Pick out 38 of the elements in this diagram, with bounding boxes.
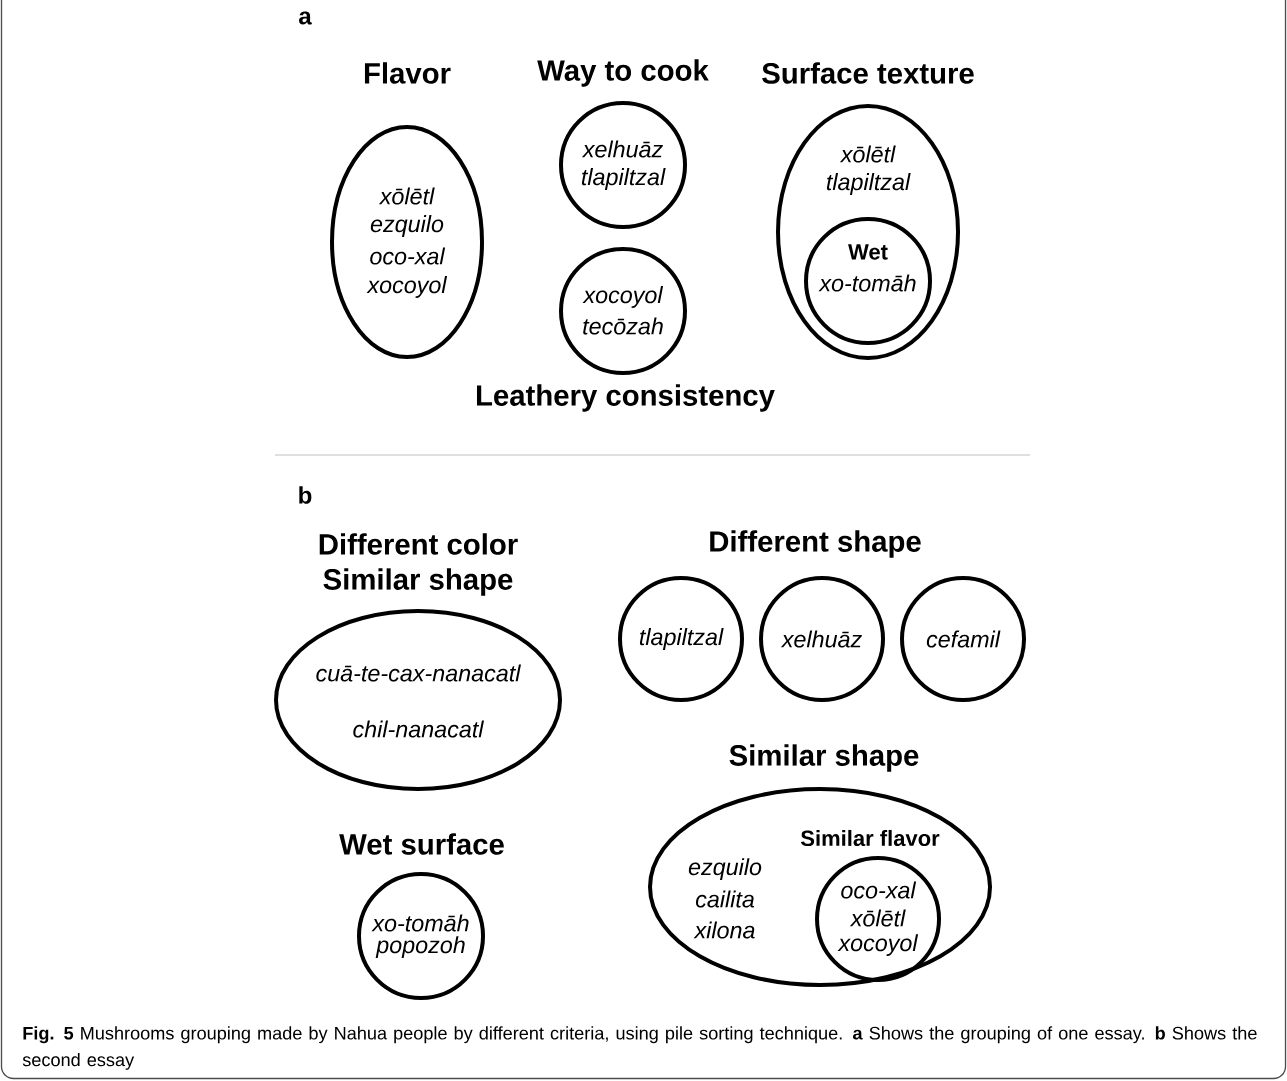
mushroom-name: cailita <box>695 890 755 908</box>
group-heading: Way to cook <box>537 59 709 87</box>
mushroom-name: xocoyol <box>582 286 664 308</box>
figure-caption: Fig. 5 Mushrooms grouping made by Nahua people by different criteria, using pile sorting technique. a Shows the grouping of one essay. b Shows the second essay <box>22 1026 1257 1070</box>
mushroom-name: tecōzah <box>583 317 663 335</box>
mushroom-name: oco-xal <box>370 247 446 265</box>
mushroom-name: xo-tomāh <box>371 914 469 932</box>
mushroom-name: xocoyol <box>366 276 448 298</box>
group-heading: Similar shape <box>323 568 513 596</box>
mushroom-name: chil-nanacatl <box>353 720 484 738</box>
mushroom-name: ezquilo <box>370 215 444 237</box>
panel-letter: a <box>299 11 312 25</box>
mushroom-name: ezquilo <box>688 858 762 880</box>
group-heading: Leathery consistency <box>477 384 775 412</box>
mushroom-name: xōlētl <box>378 187 435 205</box>
mushroom-name: xōlētl <box>839 145 896 163</box>
group-heading: Wet <box>848 244 888 260</box>
group-heading: Different shape <box>710 530 921 558</box>
group-heading: Different color <box>319 533 518 555</box>
group-heading: Similar flavor <box>800 829 940 847</box>
mushroom-name: xelhuāz <box>780 630 862 648</box>
mushroom-name: xelhuāz <box>581 140 663 158</box>
mushroom-name: xocoyol <box>837 934 919 956</box>
mushroom-name: tlapiltzal <box>826 173 911 195</box>
group-heading: Wet surface <box>339 833 504 855</box>
mushroom-name: tlapiltzal <box>581 168 666 190</box>
mushroom-name: xo-tomāh <box>818 274 916 292</box>
mushroom-name: cuā-te-cax-nanacatl <box>316 664 521 682</box>
group-heading: Flavor <box>364 62 451 84</box>
mushroom-name: oco-xal <box>841 881 917 899</box>
group-heading: Surface texture <box>762 62 974 84</box>
mushroom-name: xōlētl <box>849 909 906 927</box>
group-heading: Similar shape <box>729 744 919 772</box>
panel-letter: b <box>299 486 312 504</box>
mushroom-name: tlapiltzal <box>639 628 724 650</box>
mushroom-name: popozoh <box>375 936 465 958</box>
mushroom-name: cefamil <box>926 630 1001 648</box>
mushroom-name: xilona <box>693 921 755 939</box>
